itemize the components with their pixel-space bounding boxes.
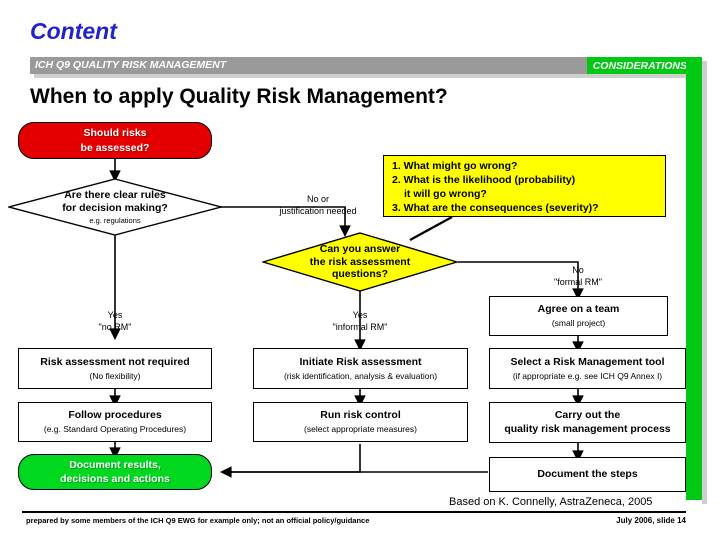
box-select-risk-management-tool-sub: (if appropriate e.g. see ICH Q9 Annex I) [512, 370, 663, 381]
box-follow-procedures-sub: (e.g. Standard Operating Procedures) [43, 424, 187, 435]
box-agree-on-a-team[interactable]: Agree on a team (small project) [489, 296, 668, 336]
edge-label-no-formal-rm-line1: No [572, 265, 584, 275]
header-band: ICH Q9 QUALITY RISK MANAGEMENT CONSIDERA… [30, 57, 690, 74]
box-select-risk-management-tool[interactable]: Select a Risk Management tool (if approp… [489, 348, 686, 389]
edge-label-yes-informal-rm-line1: Yes [352, 310, 368, 320]
footer-disclaimer: prepared by some members of the ICH Q9 E… [26, 516, 370, 525]
end-node-line2: decisions and actions [60, 473, 170, 485]
callout-line3: it will go wrong? [404, 187, 487, 200]
start-node-should-risks-be-assessed[interactable]: Should risks be assessed? [18, 122, 212, 159]
footer-divider [22, 511, 686, 513]
edge-label-no-or-justification: No or justification needed [228, 194, 408, 217]
page-title: Content [30, 18, 117, 44]
box-follow-procedures-main: Follow procedures [68, 409, 162, 422]
header-band-shadow [34, 74, 694, 78]
callout-line2: 2. What is the likelihood (probability) [392, 173, 576, 186]
box-run-risk-control[interactable]: Run risk control (select appropriate mea… [253, 402, 468, 442]
source-credit: Based on K. Connelly, AstraZeneca, 2005 [449, 496, 653, 508]
accent-bar [686, 57, 702, 500]
box-agree-on-a-team-sub: (small project) [551, 318, 606, 329]
edge-label-yes-no-rm-line2: "no RM" [98, 321, 132, 332]
edge-label-no-formal-rm: No "formal RM" [518, 265, 638, 288]
box-carry-out-qrm-process-line2: quality risk management process [504, 422, 671, 435]
decision-are-there-clear-rules[interactable]: Are there clear rules for decision makin… [8, 178, 222, 236]
diamond-shape-yellow [262, 232, 458, 292]
box-agree-on-a-team-main: Agree on a team [537, 303, 620, 316]
accent-bar-shadow [702, 61, 707, 504]
edge-label-yes-informal-rm-line2: "informal RM" [332, 321, 388, 332]
box-initiate-risk-assessment-main: Initiate Risk assessment [299, 355, 422, 368]
section-heading: When to apply Quality Risk Management? [30, 85, 448, 108]
box-carry-out-qrm-process[interactable]: Carry out the quality risk management pr… [489, 402, 686, 443]
box-follow-procedures[interactable]: Follow procedures (e.g. Standard Operati… [18, 402, 212, 442]
start-node-line2: be assessed? [80, 141, 150, 154]
considerations-badge: CONSIDERATIONS [586, 57, 690, 74]
considerations-label: CONSIDERATIONS [592, 59, 687, 72]
box-risk-assessment-not-required-sub: (No flexibility) [89, 370, 141, 381]
edge-label-no-or-justification-line1: No or [306, 194, 329, 204]
end-node-document-results[interactable]: Document results, decisions and actions [18, 454, 212, 490]
callout-line4: 3. What are the consequences (severity)? [392, 201, 599, 214]
callout-line1: 1. What might go wrong? [392, 160, 518, 172]
decision-can-you-answer-questions[interactable]: Can you answer the risk assessment quest… [262, 232, 458, 292]
box-risk-assessment-not-required-main: Risk assessment not required [40, 355, 190, 368]
start-node-line1: Should risks [83, 127, 147, 140]
callout-risk-questions: 1. What might go wrong? 2. What is the l… [383, 155, 666, 217]
end-node-line1: Document results, [69, 458, 161, 471]
edge-label-no-formal-rm-line2: "formal RM" [554, 276, 602, 287]
edge-label-yes-informal-rm: Yes "informal RM" [300, 310, 420, 333]
box-run-risk-control-sub: (select appropriate measures) [304, 424, 417, 435]
box-document-the-steps-main: Document the steps [537, 467, 638, 480]
box-run-risk-control-main: Run risk control [320, 409, 401, 422]
edge-label-yes-no-rm: Yes "no RM" [55, 310, 175, 333]
box-document-the-steps[interactable]: Document the steps [489, 457, 686, 492]
edge-label-yes-no-rm-line1: Yes [107, 310, 123, 320]
diamond-shape [8, 178, 222, 236]
edge-label-no-or-justification-line2: justification needed [279, 205, 357, 216]
box-carry-out-qrm-process-line1: Carry out the [554, 408, 621, 421]
header-band-label: ICH Q9 QUALITY RISK MANAGEMENT [35, 59, 227, 71]
box-initiate-risk-assessment[interactable]: Initiate Risk assessment (risk identific… [253, 348, 468, 389]
footer-slide-number: July 2006, slide 14 [616, 516, 686, 525]
box-select-risk-management-tool-main: Select a Risk Management tool [510, 355, 665, 368]
box-initiate-risk-assessment-sub: (risk identification, analysis & evaluat… [283, 370, 438, 381]
box-risk-assessment-not-required[interactable]: Risk assessment not required (No flexibi… [18, 348, 212, 389]
